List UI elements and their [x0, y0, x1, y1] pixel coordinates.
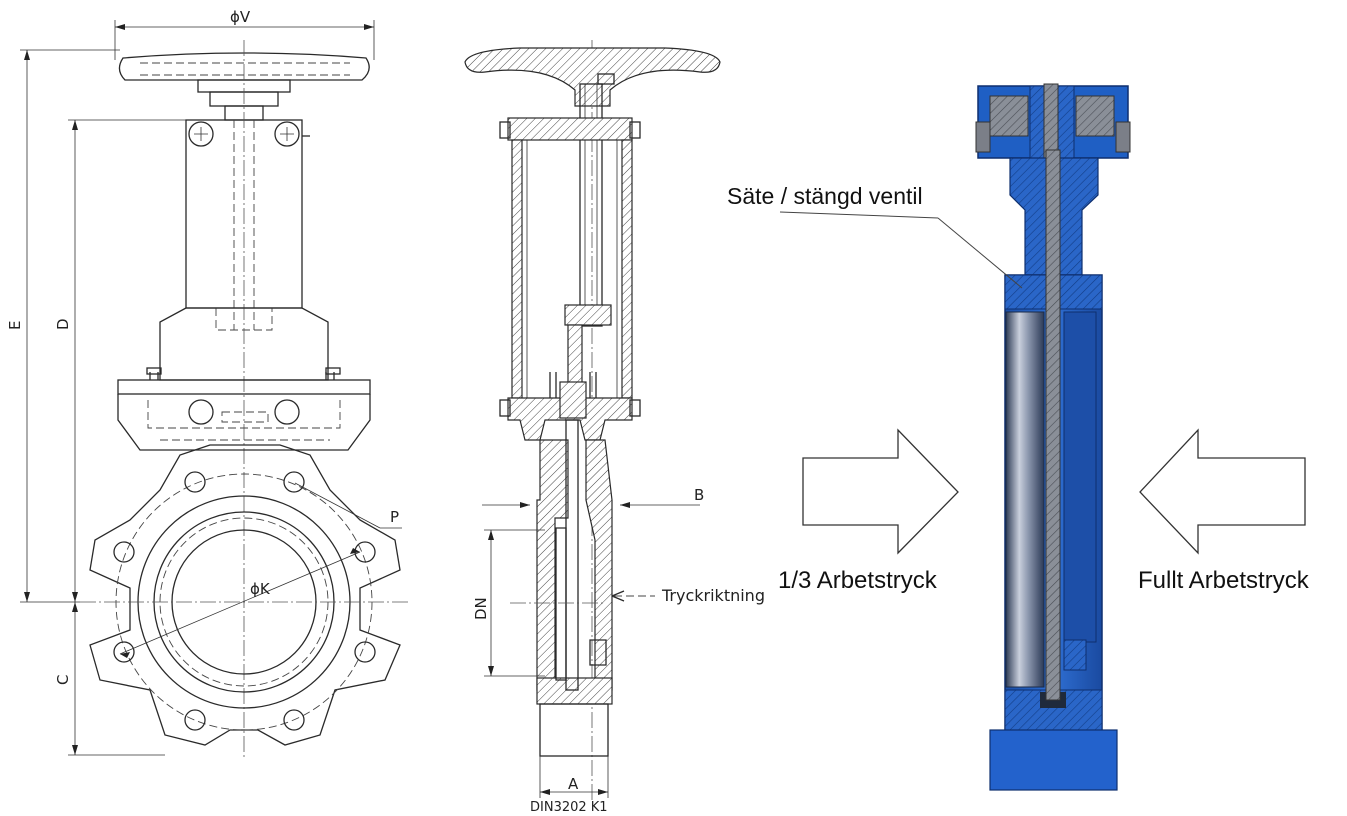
dim-d-label: D — [54, 318, 72, 330]
right-pressure-arrow-icon — [1139, 428, 1306, 555]
side-view: B DN Tryckriktning A DIN3202 K1 — [464, 40, 765, 815]
right-pressure-label: Fullt Arbetstryck — [1138, 567, 1310, 594]
flow-direction-label: Tryckriktning — [661, 586, 765, 605]
dim-v-label: ϕV — [230, 8, 251, 26]
dim-k-label: ϕK — [250, 580, 271, 598]
front-view: ϕV — [6, 8, 410, 760]
dim-b-label: B — [694, 486, 704, 504]
seat-label: Säte / stängd ventil — [727, 183, 923, 209]
dim-p-label: P — [390, 508, 399, 526]
left-pressure-arrow-icon — [802, 428, 959, 555]
left-pressure-label: 1/3 Arbetstryck — [778, 567, 938, 594]
standard-label: DIN3202 K1 — [530, 800, 608, 815]
dim-dn-label: DN — [472, 597, 490, 620]
section-view: Säte / stängd ventil 1/3 Arbetstryck Ful… — [727, 83, 1310, 791]
dim-a-label: A — [568, 775, 579, 793]
dim-e-label: E — [6, 321, 24, 330]
dim-c-label: C — [54, 675, 72, 685]
